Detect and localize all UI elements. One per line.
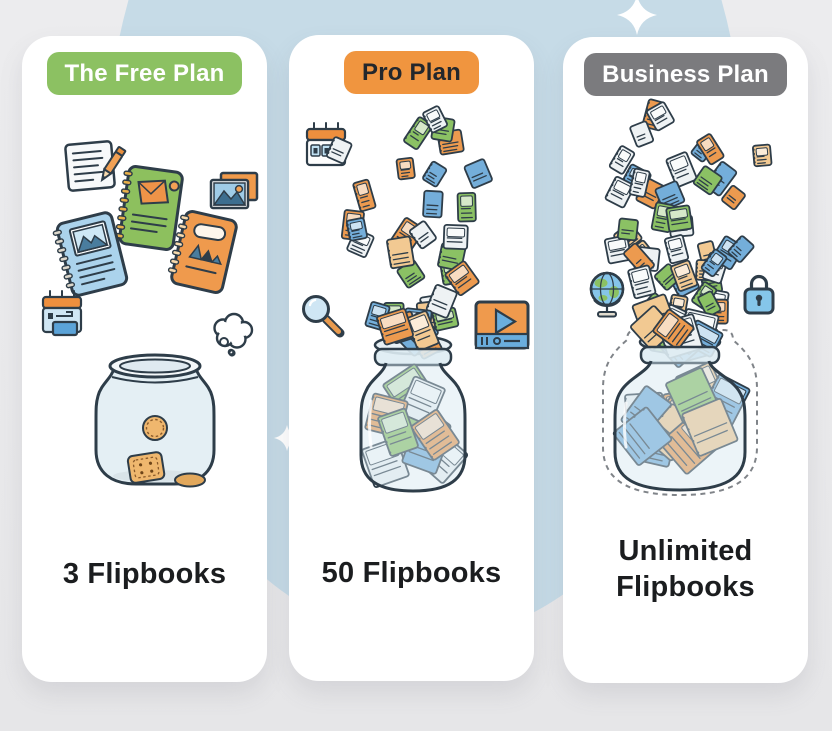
document-pencil-icon	[64, 140, 127, 192]
pro-plan-count: 50 Flipbooks	[321, 557, 502, 589]
dashed-outline	[602, 329, 758, 497]
business-inside-books	[612, 361, 751, 475]
sparkle-icon	[274, 425, 300, 451]
video-player-icon	[474, 300, 530, 350]
business-plan-badge: Business Plan	[584, 53, 787, 96]
business-falling-books	[603, 98, 773, 334]
padlock-icon	[743, 274, 775, 315]
blue-notebook-icon	[52, 211, 129, 297]
orange-notebook-icon	[167, 209, 238, 295]
sparkle-icon	[617, 0, 657, 35]
pro-heap-books	[376, 307, 443, 360]
magnifier-icon	[302, 295, 345, 338]
pro-inside-books	[361, 363, 469, 488]
free-plan-count: 3 Flipbooks	[62, 558, 227, 590]
globe-icon	[589, 271, 625, 318]
cookie-jar-icon	[94, 337, 235, 488]
business-heap-books	[630, 293, 724, 368]
flipbook-jar-icon	[359, 307, 469, 493]
plan-card-free: The Free Plan	[22, 36, 267, 682]
pro-plan-badge: Pro Plan	[344, 51, 479, 94]
plan-card-business: Business Plan	[563, 37, 808, 683]
plan-card-pro: Pro Plan	[289, 35, 534, 681]
bubble-icon	[227, 348, 235, 356]
business-plan-count: Unlimited Flipbooks	[616, 535, 755, 603]
thought-bubble-icon	[213, 312, 254, 357]
calendar-icon	[41, 290, 83, 337]
pro-falling-books	[326, 105, 493, 334]
free-plan-badge: The Free Plan	[46, 52, 243, 95]
calendar-icon	[305, 122, 347, 167]
overflowing-jar-icon	[602, 293, 758, 497]
bubble-icon	[219, 337, 229, 347]
photos-icon	[209, 171, 259, 210]
green-notebook-icon	[114, 165, 184, 251]
